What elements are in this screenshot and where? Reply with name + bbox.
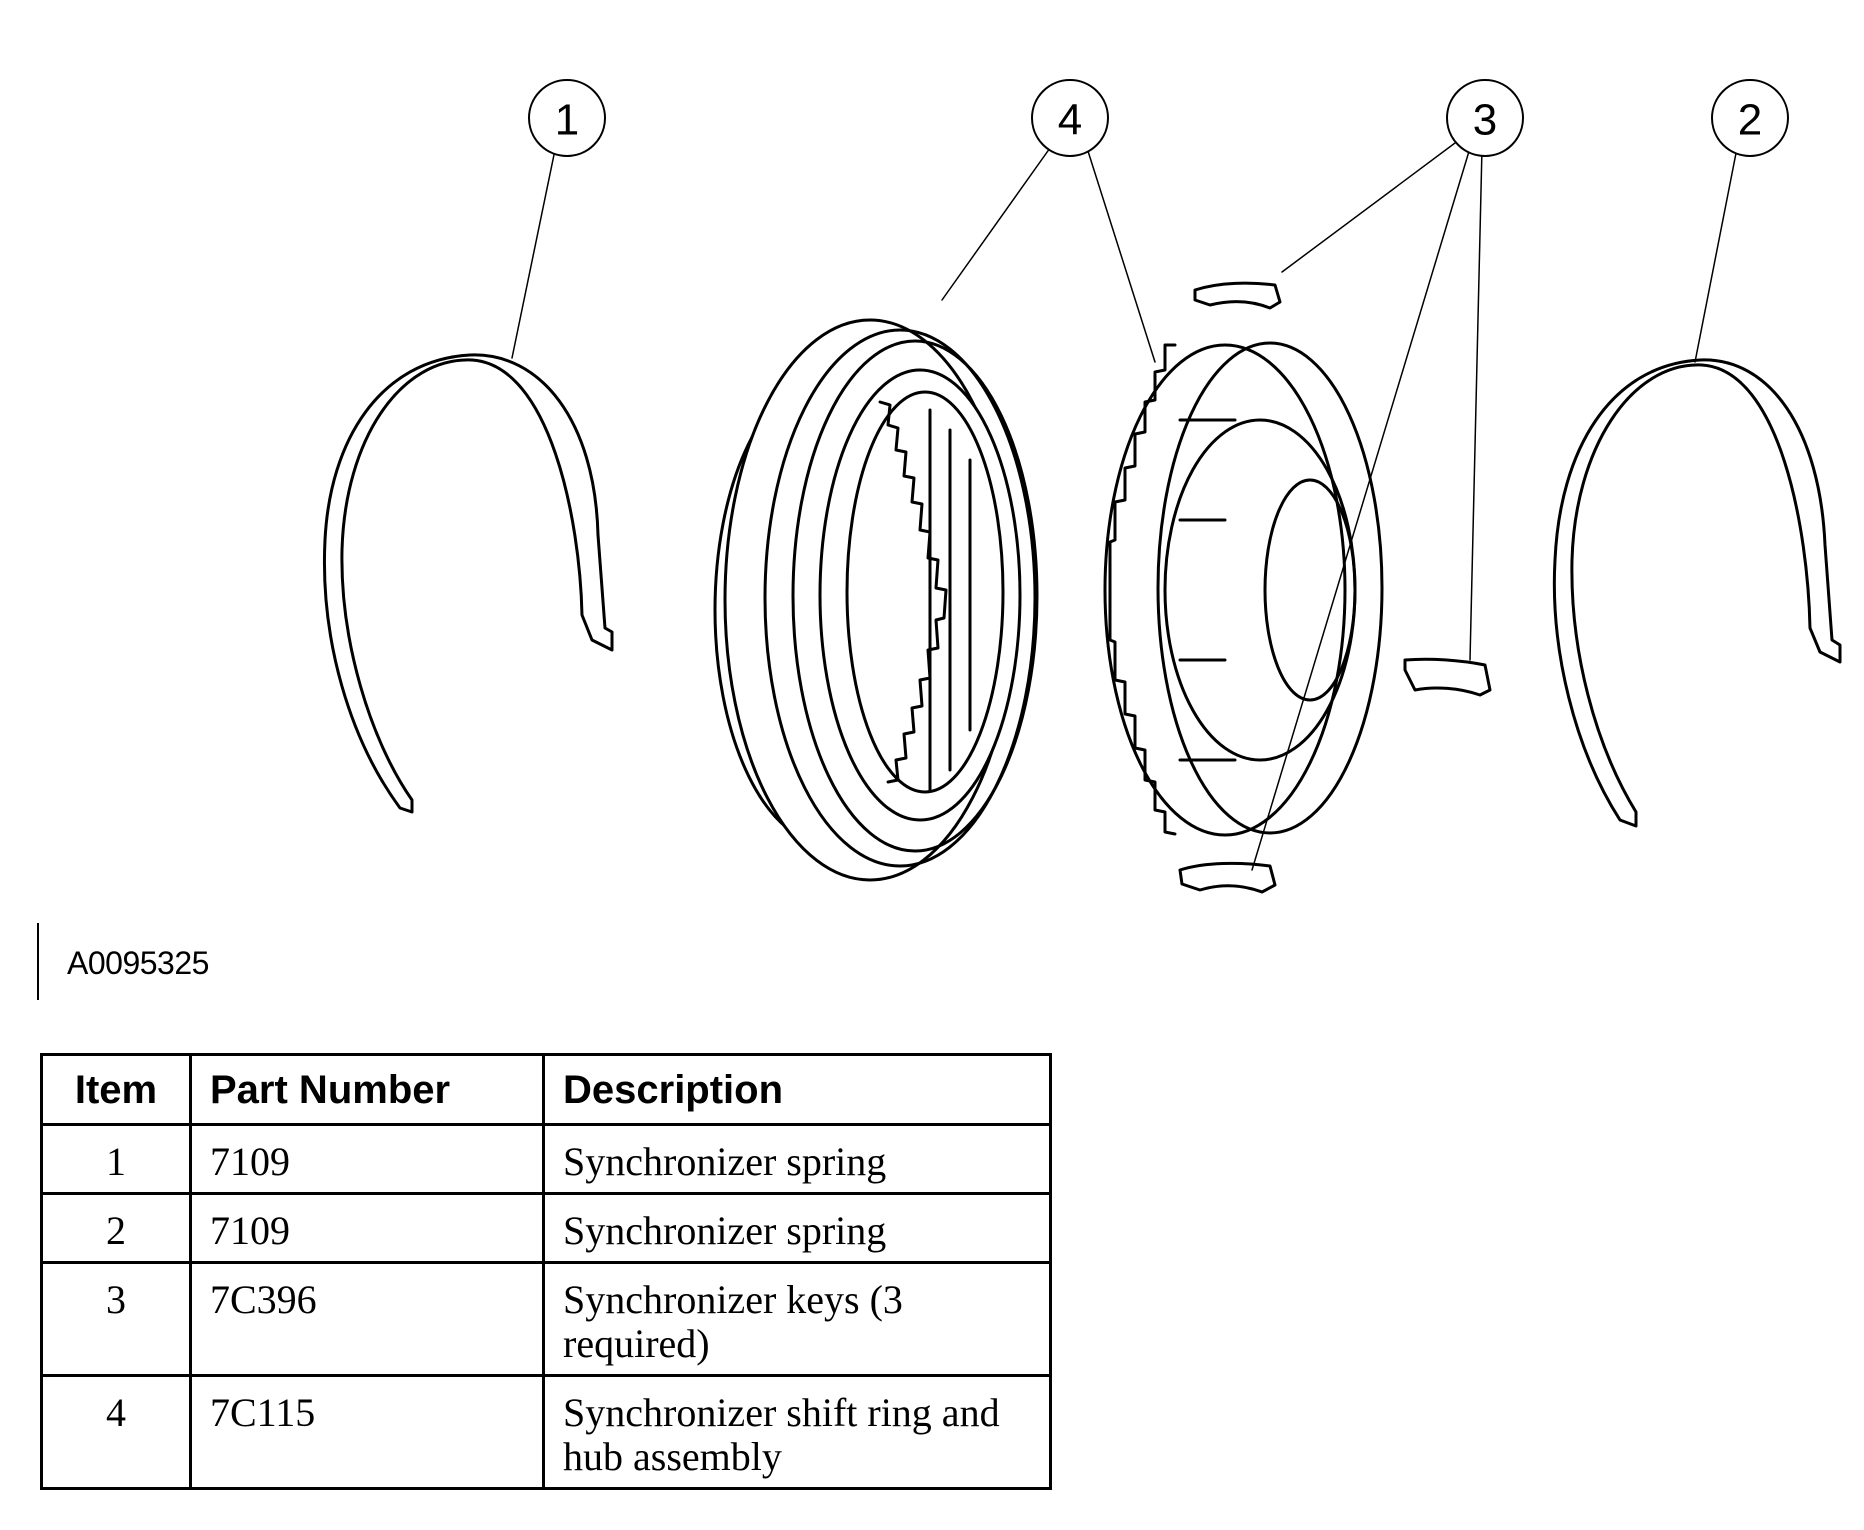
exploded-view-illustration: 1 4 3 2 [322, 79, 1842, 894]
figure-code: A0095325 [67, 945, 209, 981]
header-part-number: Part Number [189, 1053, 545, 1126]
leader-lines [511, 142, 1739, 871]
cell-part-number: 7109 [189, 1192, 545, 1264]
cell-item: 1 [40, 1123, 192, 1195]
synchronizer-hub [1103, 341, 1384, 837]
cell-item: 2 [40, 1192, 192, 1264]
cell-item: 4 [40, 1374, 192, 1490]
callout-label-2: 2 [1738, 96, 1762, 145]
cell-part-number: 7109 [189, 1123, 545, 1195]
synchronizer-spring-1 [322, 353, 614, 814]
table-row: 2 7109 Synchronizer spring [40, 1192, 1052, 1264]
table-row: 1 7109 Synchronizer spring [40, 1123, 1052, 1195]
synchronizer-spring-2 [1552, 358, 1842, 828]
cell-description: Synchronizer shift ring and hub assembly [542, 1374, 1052, 1490]
callout-label-4: 4 [1058, 96, 1082, 145]
figure-marker-bar [37, 923, 39, 1000]
table-header-row: Item Part Number Description [40, 1053, 1052, 1126]
parts-table: Item Part Number Description 1 7109 Sync… [40, 1053, 1052, 1490]
callout-circle-1 [528, 79, 606, 157]
synchronizer-shift-ring [713, 318, 1039, 882]
cell-part-number: 7C115 [189, 1374, 545, 1490]
callout-circle-4 [1031, 79, 1109, 157]
cell-description: Synchronizer spring [542, 1192, 1052, 1264]
callout-label-1: 1 [555, 96, 579, 145]
callout-circle-3 [1446, 79, 1524, 157]
callout-label-3: 3 [1473, 96, 1497, 145]
header-description: Description [542, 1053, 1052, 1126]
table-row: 4 7C115 Synchronizer shift ring and hub … [40, 1374, 1052, 1490]
cell-part-number: 7C396 [189, 1261, 545, 1377]
header-item: Item [40, 1053, 192, 1126]
cell-item: 3 [40, 1261, 192, 1377]
callout-circle-2 [1711, 79, 1789, 157]
table-row: 3 7C396 Synchronizer keys (3 required) [40, 1261, 1052, 1377]
synchronizer-keys [1178, 281, 1492, 894]
cell-description: Synchronizer keys (3 required) [542, 1261, 1052, 1377]
cell-description: Synchronizer spring [542, 1123, 1052, 1195]
